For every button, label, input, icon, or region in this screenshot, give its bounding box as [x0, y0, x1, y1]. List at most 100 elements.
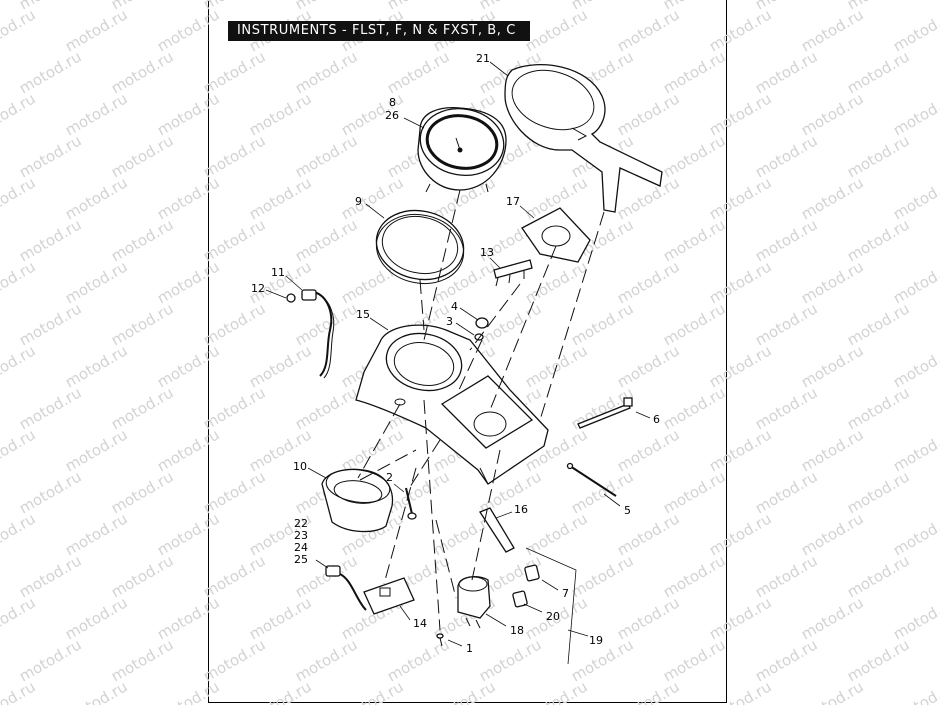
watermark-text: motod.ru — [752, 47, 821, 97]
watermark-text: motod.ru — [62, 509, 131, 559]
watermark-text: motod.ru — [154, 425, 223, 475]
switch-kit — [512, 547, 577, 665]
watermark-text: motod.ru — [798, 593, 867, 643]
watermark-text: motod.ru — [752, 551, 821, 601]
watermark-text: motod.ru — [108, 383, 177, 433]
callout-5: 5 — [624, 504, 631, 517]
watermark-text: motod.ru — [154, 341, 223, 391]
watermark-text: motod.ru — [798, 341, 867, 391]
watermark-text: motod.ru — [660, 551, 729, 601]
watermark-text: motod.ru — [614, 257, 683, 307]
watermark-text: motod.ru — [430, 677, 499, 705]
watermark-text: motod.ru — [476, 635, 545, 685]
watermark-text: motod.ru — [614, 89, 683, 139]
watermark-text: motod.ru — [16, 131, 85, 181]
bulb-socket-assembly — [286, 289, 335, 379]
watermark-text: motod.ru — [614, 593, 683, 643]
watermark-text: motod.ru — [936, 635, 940, 685]
watermark-text: motod.ru — [844, 467, 913, 517]
watermark-text: motod.ru — [890, 173, 940, 223]
watermark-text: motod.ru — [890, 509, 940, 559]
watermark-text: motod.ru — [936, 551, 940, 601]
watermark-text: motod.ru — [246, 341, 315, 391]
watermark-text: motod.ru — [706, 341, 775, 391]
watermark-text: motod.ru — [62, 425, 131, 475]
callout-21: 21 — [476, 52, 490, 65]
callout-16: 16 — [514, 503, 528, 516]
watermark-text: motod.ru — [660, 47, 729, 97]
mounting-cup — [321, 468, 394, 533]
console-housing — [355, 324, 549, 485]
watermark-text: motod.ru — [16, 383, 85, 433]
watermark-text: motod.ru — [798, 257, 867, 307]
watermark-text: motod.ru — [706, 677, 775, 705]
watermark-text: motod.ru — [936, 47, 940, 97]
watermark-text: motod.ru — [890, 593, 940, 643]
gasket-plate — [521, 207, 591, 263]
watermark-text: motod.ru — [568, 299, 637, 349]
screw-1 — [436, 633, 444, 647]
assembly-lines — [357, 189, 605, 631]
console-trim-strip — [504, 64, 663, 213]
watermark-text: motod.ru — [246, 593, 315, 643]
indicator-bracket — [493, 259, 533, 287]
watermark-text: motod.ru — [0, 509, 39, 559]
watermark-text: motod.ru — [844, 47, 913, 97]
watermark-text: motod.ru — [292, 215, 361, 265]
watermark-text: motod.ru — [154, 677, 223, 705]
watermark-text: motod.ru — [246, 173, 315, 223]
watermark-text: motod.ru — [798, 509, 867, 559]
callout-3: 3 — [446, 315, 453, 328]
watermark-text: motod.ru — [522, 677, 591, 705]
watermark-text: motod.ru — [200, 299, 269, 349]
watermark-text: motod.ru — [384, 47, 453, 97]
watermark-text: motod.ru — [706, 89, 775, 139]
watermark-text: motod.ru — [752, 299, 821, 349]
watermark-text: motod.ru — [844, 551, 913, 601]
leader-lines — [265, 61, 651, 647]
callout-8: 8 — [389, 96, 396, 109]
watermark-text: motod.ru — [568, 551, 637, 601]
watermark-text: motod.ru — [154, 509, 223, 559]
watermark-text: motod.ru — [200, 551, 269, 601]
watermark-text: motod.ru — [0, 425, 39, 475]
callout-1: 1 — [466, 642, 473, 655]
bezel-ring — [375, 209, 465, 284]
watermark-text: motod.ru — [338, 677, 407, 705]
watermark-text: motod.ru — [522, 5, 591, 55]
watermark-text: motod.ru — [798, 5, 867, 55]
watermark-text: motod.ru — [62, 341, 131, 391]
watermark-text: motod.ru — [200, 47, 269, 97]
callout-12: 12 — [251, 282, 265, 295]
watermark-text: motod.ru — [706, 425, 775, 475]
callout-22: 22 — [294, 517, 308, 530]
watermark-text: motod.ru — [108, 47, 177, 97]
watermark-text: motod.ru — [0, 89, 39, 139]
watermark-text: motod.ru — [292, 299, 361, 349]
watermark-text: motod.ru — [384, 467, 453, 517]
watermark-text: motod.ru — [890, 5, 940, 55]
watermark-text: motod.ru — [108, 131, 177, 181]
watermark-text: motod.ru — [706, 5, 775, 55]
watermark-text: motod.ru — [614, 5, 683, 55]
watermark-text: motod.ru — [890, 425, 940, 475]
callout-26: 26 — [385, 109, 399, 122]
callout-2: 2 — [386, 471, 393, 484]
watermark-text: motod.ru — [522, 257, 591, 307]
callout-11: 11 — [271, 266, 285, 279]
callout-4: 4 — [451, 300, 458, 313]
callout-10: 10 — [293, 460, 307, 473]
watermark-text: motod.ru — [660, 131, 729, 181]
screw-2 — [405, 487, 417, 520]
watermark-text: motod.ru — [890, 677, 940, 705]
callout-7: 7 — [562, 587, 569, 600]
watermark-text: motod.ru — [522, 509, 591, 559]
watermark-text: motod.ru — [246, 89, 315, 139]
watermark-text: motod.ru — [154, 89, 223, 139]
watermark-text: motod.ru — [844, 383, 913, 433]
watermark-text: motod.ru — [660, 299, 729, 349]
speedometer — [417, 106, 507, 193]
watermark-text: motod.ru — [16, 47, 85, 97]
diagram-title: INSTRUMENTS - FLST, F, N & FXST, B, C — [228, 21, 530, 41]
